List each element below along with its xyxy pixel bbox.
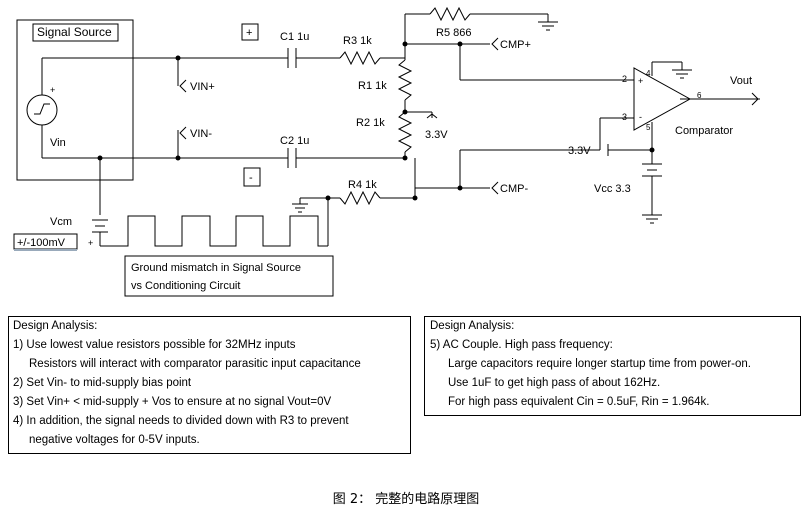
v33-node-label: 3.3V [425,129,448,141]
comparator-symbol [633,67,692,131]
r5-label: R5 866 [436,27,471,39]
design-right-line3: Use 1uF to get high pass of about 162Hz. [448,377,661,389]
cmp-plus-label: CMP+ [500,39,531,51]
design-left-line2: Resistors will interact with comparator … [29,358,361,370]
r4-label: R4 1k [348,179,377,191]
design-left-line5: 4) In addition, the signal needs to divi… [13,415,349,427]
pin-2: 2 [622,74,627,84]
square-wave [100,215,328,247]
pin-3: 3 [622,112,627,122]
vin-plus-label: VIN+ [190,81,215,93]
signal-source-label: Signal Source [37,25,112,39]
circuit-schematic: Signal Source Vin + VIN+ VIN- + - C1 1u … [13,6,760,297]
design-analysis-left: Design Analysis: 1) Use lowest value res… [8,316,411,454]
r2-label: R2 1k [356,117,385,129]
comparator-plus: + [638,76,643,86]
source-plus-sign: + [50,85,55,95]
plus-box-label: + [246,27,252,39]
pin-5: 5 [646,123,651,132]
vcm-label: Vcm [50,216,72,228]
comparator-label: Comparator [675,125,733,137]
design-left-line6: negative voltages for 0-5V inputs. [29,434,200,446]
r3-label: R3 1k [343,35,372,47]
design-right-line2: Large capacitors require longer startup … [448,358,751,370]
ground-mismatch-line1: Ground mismatch in Signal Source [131,262,301,274]
minus-box-label: - [249,172,253,184]
pin-4: 4 [646,69,651,78]
design-right-line1: 5) AC Couple. High pass frequency: [430,339,613,351]
design-left-title: Design Analysis: [13,320,98,332]
ac-source-symbol [26,94,58,126]
ground-mismatch-line2: vs Conditioning Circuit [131,280,240,292]
c1-label: C1 1u [280,31,309,43]
design-analysis-right: Design Analysis: 5) AC Couple. High pass… [424,316,801,416]
cmp-minus-label: CMP- [500,183,528,195]
design-right-line4: For high pass equivalent Cin = 0.5uF, Ri… [448,396,710,408]
v33-supply-label: 3.3V [568,145,591,157]
c2-label: C2 1u [280,135,309,147]
figure-caption: 图 2： 完整的电路原理图 [332,492,480,507]
vcm-plus: + [88,238,93,248]
vin-label: Vin [50,137,66,149]
pin-6: 6 [697,91,702,100]
design-left-line1: 1) Use lowest value resistors possible f… [13,339,296,351]
vin-minus-label: VIN- [190,128,212,140]
comparator-minus: - [639,112,642,122]
vout-label: Vout [730,75,752,87]
design-left-line3: 2) Set Vin- to mid-supply bias point [13,377,192,389]
vcm-value-label: +/-100mV [17,237,66,249]
r1-label: R1 1k [358,80,387,92]
vcc-label: Vcc 3.3 [594,183,631,195]
design-left-line4: 3) Set Vin+ < mid-supply + Vos to ensure… [13,396,332,408]
design-right-title: Design Analysis: [430,320,515,332]
signal-source-box [16,19,134,181]
